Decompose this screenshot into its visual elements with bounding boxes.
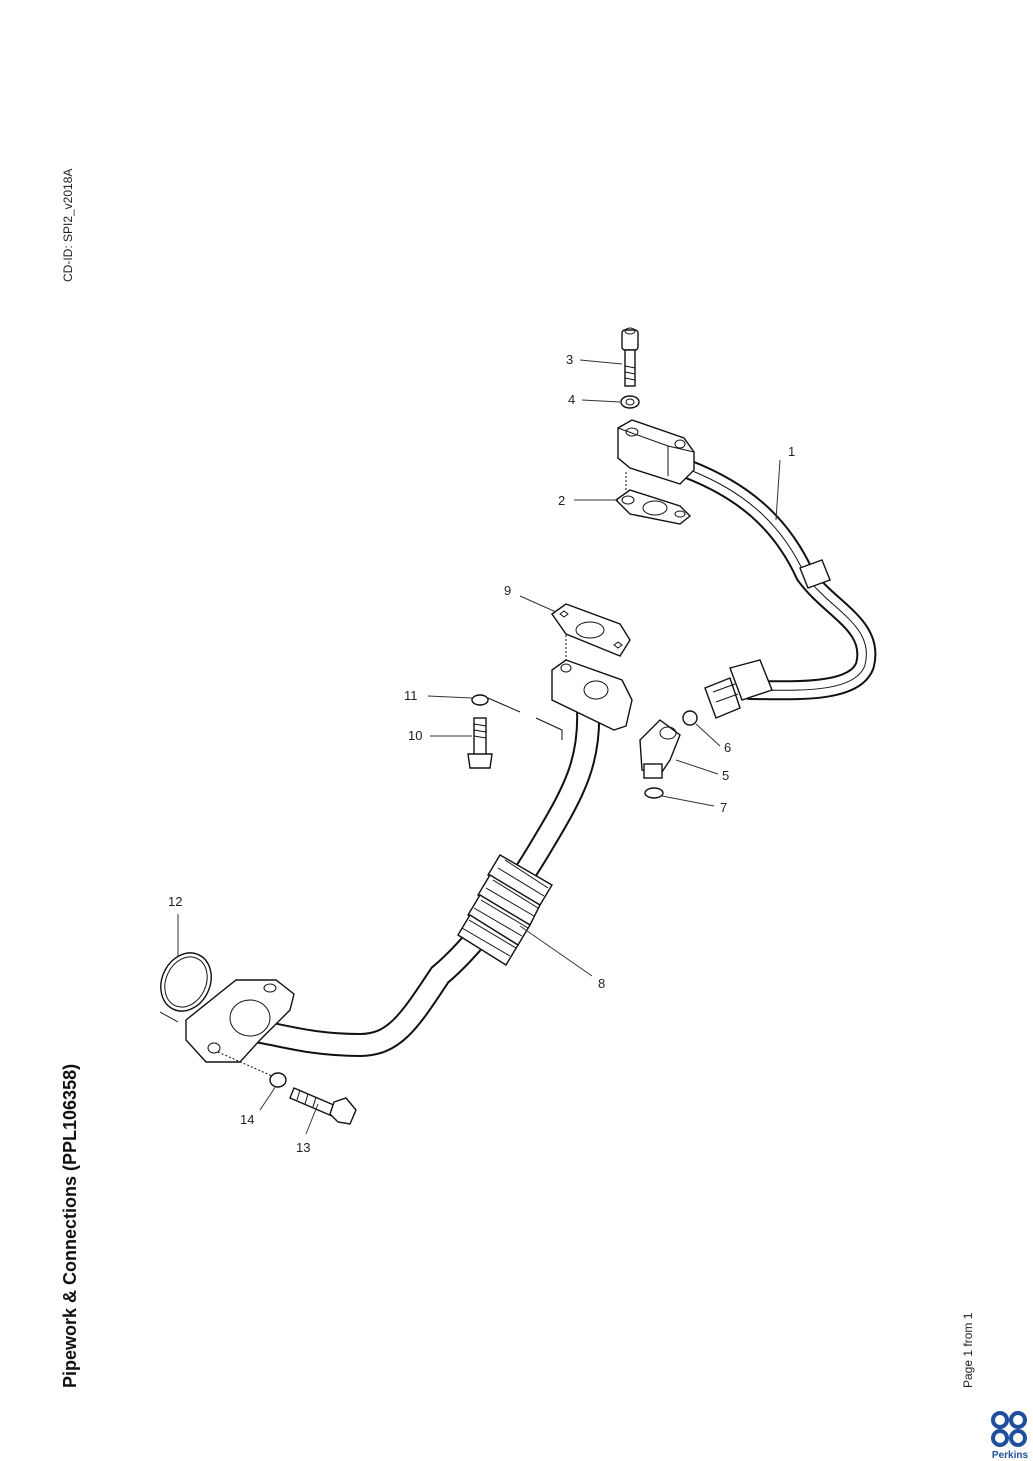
callout-9: 9: [504, 583, 511, 598]
leader-7: [661, 795, 715, 807]
washer-part-11: [471, 694, 489, 706]
callout-13: 13: [296, 1140, 310, 1155]
washer-part-14: [269, 1072, 287, 1088]
perkins-logo-text: Perkins: [991, 1450, 1029, 1461]
callout-3: 3: [566, 352, 573, 367]
callout-8: 8: [598, 976, 605, 991]
callout-10: 10: [408, 728, 422, 743]
leader-8: [519, 925, 593, 977]
sealing-ring-part-12: [160, 952, 212, 1012]
leader-4: [581, 399, 621, 403]
drain-lower-flange: [185, 979, 295, 1063]
callout-4: 4: [568, 392, 575, 407]
perkins-logo-mark: [991, 1411, 1027, 1447]
upper-flange: [617, 419, 695, 485]
callout-5: 5: [722, 768, 729, 783]
lower-alignment-line: [217, 1051, 273, 1077]
callout-1: 1: [788, 444, 795, 459]
ring-part-7: [644, 787, 664, 799]
leader-14: [259, 1085, 277, 1111]
elbow-adapter-part-5: [639, 719, 681, 779]
leader-3: [579, 359, 623, 365]
pipe-union-nut: [704, 659, 773, 719]
cap-screw-part-3: [621, 327, 639, 387]
drain-upper-flange: [551, 659, 633, 731]
perkins-logo: Perkins: [988, 1410, 1032, 1461]
sealing-ring-part-12-inner: [164, 956, 208, 1008]
washer-part-4: [620, 395, 640, 409]
leader-1: [775, 459, 781, 521]
bolt-part-10: [467, 717, 493, 769]
drain-pipe: [228, 698, 601, 1058]
washer-part-4-hole: [625, 398, 635, 406]
bolt-part-13: [289, 1087, 357, 1125]
callout-12: 12: [168, 894, 182, 909]
leader-5: [675, 759, 719, 775]
callouts: 1 2 3 4 5 6 7 8 9 10 11 12 13 14: [168, 352, 795, 1155]
oil-feed-pipe: [680, 460, 877, 701]
leader-11: [427, 695, 473, 699]
o-ring-part-6: [682, 710, 698, 726]
callout-6: 6: [724, 740, 731, 755]
leader-9: [519, 595, 557, 613]
callout-2: 2: [558, 493, 565, 508]
callout-7: 7: [720, 800, 727, 815]
leader-13: [305, 1103, 319, 1135]
leader-6: [695, 723, 721, 747]
gasket-part-9: [551, 603, 631, 657]
bolt-alignment-line: [487, 697, 563, 740]
gasket-part-2: [614, 489, 692, 525]
ring-alignment-line: [159, 1011, 179, 1023]
callout-11: 11: [404, 688, 418, 703]
callout-14: 14: [240, 1112, 254, 1127]
